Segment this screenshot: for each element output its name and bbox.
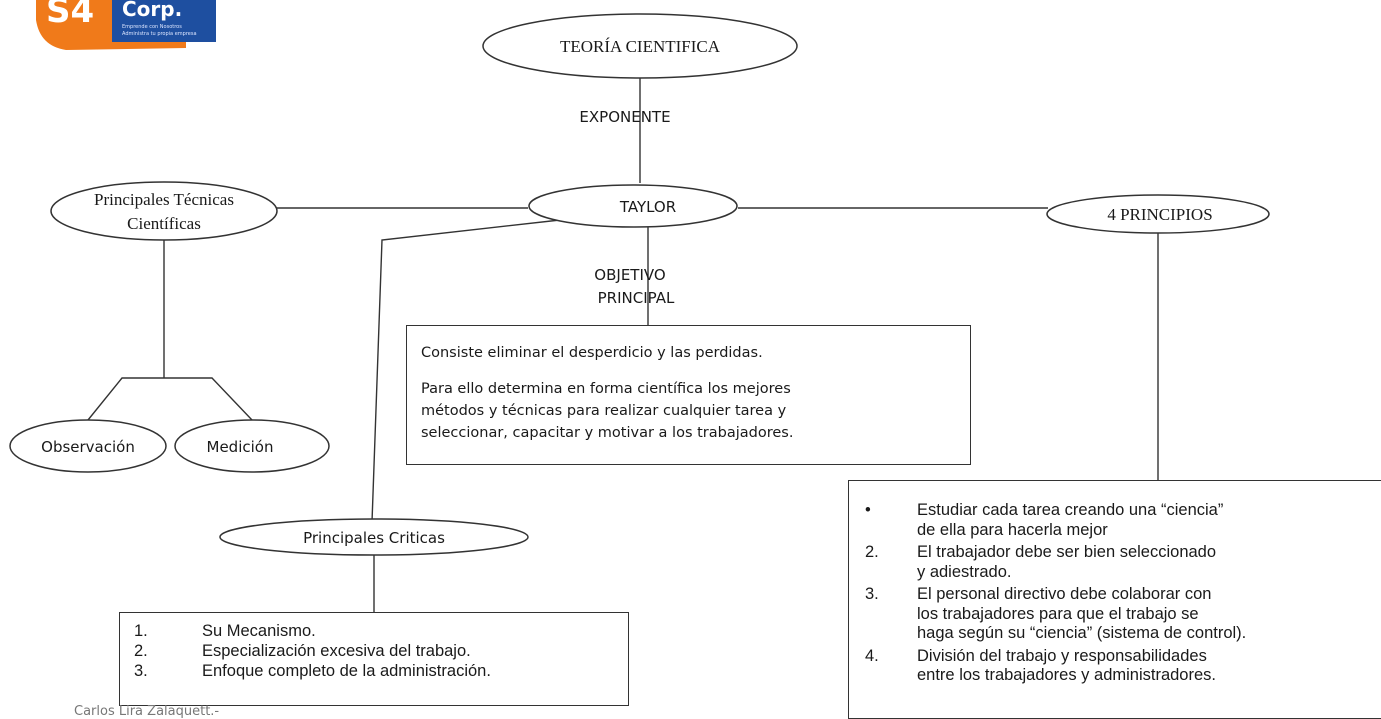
edge-taylor-criticas xyxy=(371,219,561,523)
objective-p2-line3: seleccionar, capacitar y motivar a los t… xyxy=(421,425,794,441)
s4-corp-logo: S4 Corp. Emprende con Nosotros Administr… xyxy=(36,0,216,50)
item-text: Especialización excesiva del trabajo. xyxy=(202,642,471,660)
tecnicas-label-2: Científicas xyxy=(127,214,201,233)
connectors xyxy=(87,77,1159,612)
item-number: 2. xyxy=(134,642,148,660)
objective-p2: Para ello determina en forma científica … xyxy=(421,378,956,444)
item-text: Estudiar cada tarea creando una “ciencia… xyxy=(917,501,1373,540)
item-line: entre los trabajadores y administradores… xyxy=(917,666,1216,684)
list-item: 2. El trabajador debe ser bien seleccion… xyxy=(865,543,1373,582)
item-text: Enfoque completo de la administración. xyxy=(202,662,491,680)
node-4-principios xyxy=(1046,194,1270,234)
criticas-box: 1. Su Mecanismo. 2. Especialización exce… xyxy=(119,612,629,706)
item-line: División del trabajo y responsabilidades xyxy=(917,646,1207,665)
item-text: División del trabajo y responsabilidades… xyxy=(917,647,1373,686)
logo-tagline-1: Emprende con Nosotros xyxy=(122,24,182,30)
criticas-label: Principales Criticas xyxy=(303,529,445,547)
item-line: haga según su “ciencia” (sistema de cont… xyxy=(917,624,1247,642)
principios-box: • Estudiar cada tarea creando una “cienc… xyxy=(848,480,1381,719)
list-item: 3. El personal directivo debe colaborar … xyxy=(865,585,1373,644)
item-number: 3. xyxy=(865,585,879,603)
item-text: El trabajador debe ser bien seleccionado… xyxy=(917,543,1373,582)
item-number: 3. xyxy=(134,662,148,680)
logo-tagline-2: Administra tu propia empresa xyxy=(122,31,197,37)
item-line: los trabajadores para que el trabajo se xyxy=(917,604,1199,623)
objective-p1: Consiste eliminar el desperdicio y las p… xyxy=(421,345,763,361)
item-text: El personal directivo debe colaborar con… xyxy=(917,585,1373,644)
node-teoria-cientifica xyxy=(482,13,798,79)
author-credit: Carlos Lira Zalaquett.- xyxy=(74,704,220,719)
teoria-label: TEORÍA CIENTIFICA xyxy=(560,37,721,56)
logo-blue-panel xyxy=(112,0,216,42)
principios-label: 4 PRINCIPIOS xyxy=(1107,205,1212,224)
edge-branch-split xyxy=(87,377,253,421)
logo-corp: Corp. xyxy=(122,0,182,21)
node-medicion xyxy=(174,419,330,473)
node-taylor xyxy=(528,184,738,228)
list-item: 1. Su Mecanismo. xyxy=(134,621,614,641)
logo-brand: S4 xyxy=(46,0,94,31)
node-principales-criticas xyxy=(219,518,529,556)
node-tecnicas-cientificas xyxy=(50,181,278,241)
item-line: y adiestrado. xyxy=(917,562,1012,581)
item-number: 4. xyxy=(865,646,879,665)
item-line: El personal directivo debe colaborar con xyxy=(917,585,1212,603)
item-number: 1. xyxy=(134,622,148,640)
item-line: de ella para hacerla mejor xyxy=(917,520,1108,539)
item-line: Estudiar cada tarea creando una “ciencia… xyxy=(917,501,1224,519)
objetivo-label-1: OBJETIVO xyxy=(594,266,665,284)
item-text: Su Mecanismo. xyxy=(202,622,316,640)
node-observacion xyxy=(9,419,167,473)
list-item: 4. División del trabajo y responsabilida… xyxy=(865,647,1373,686)
list-item: 3. Enfoque completo de la administración… xyxy=(134,661,614,681)
list-item: 2. Especialización excesiva del trabajo. xyxy=(134,641,614,661)
exponente-label: EXPONENTE xyxy=(579,108,670,126)
objetivo-label-2: PRINCIPAL xyxy=(598,289,675,307)
tecnicas-label-1: Principales Técnicas xyxy=(94,190,234,209)
observacion-label: Observación xyxy=(41,438,135,456)
taylor-label: TAYLOR xyxy=(619,198,676,216)
objective-p2-line2: métodos y técnicas para realizar cualqui… xyxy=(421,403,787,419)
objective-box: Consiste eliminar el desperdicio y las p… xyxy=(406,325,971,465)
item-number: • xyxy=(865,501,871,519)
objective-p2-line1: Para ello determina en forma científica … xyxy=(421,381,791,397)
item-line: El trabajador debe ser bien seleccionado xyxy=(917,543,1217,561)
item-number: 2. xyxy=(865,543,879,561)
medicion-label: Medición xyxy=(207,438,274,456)
list-item: • Estudiar cada tarea creando una “cienc… xyxy=(865,501,1373,540)
